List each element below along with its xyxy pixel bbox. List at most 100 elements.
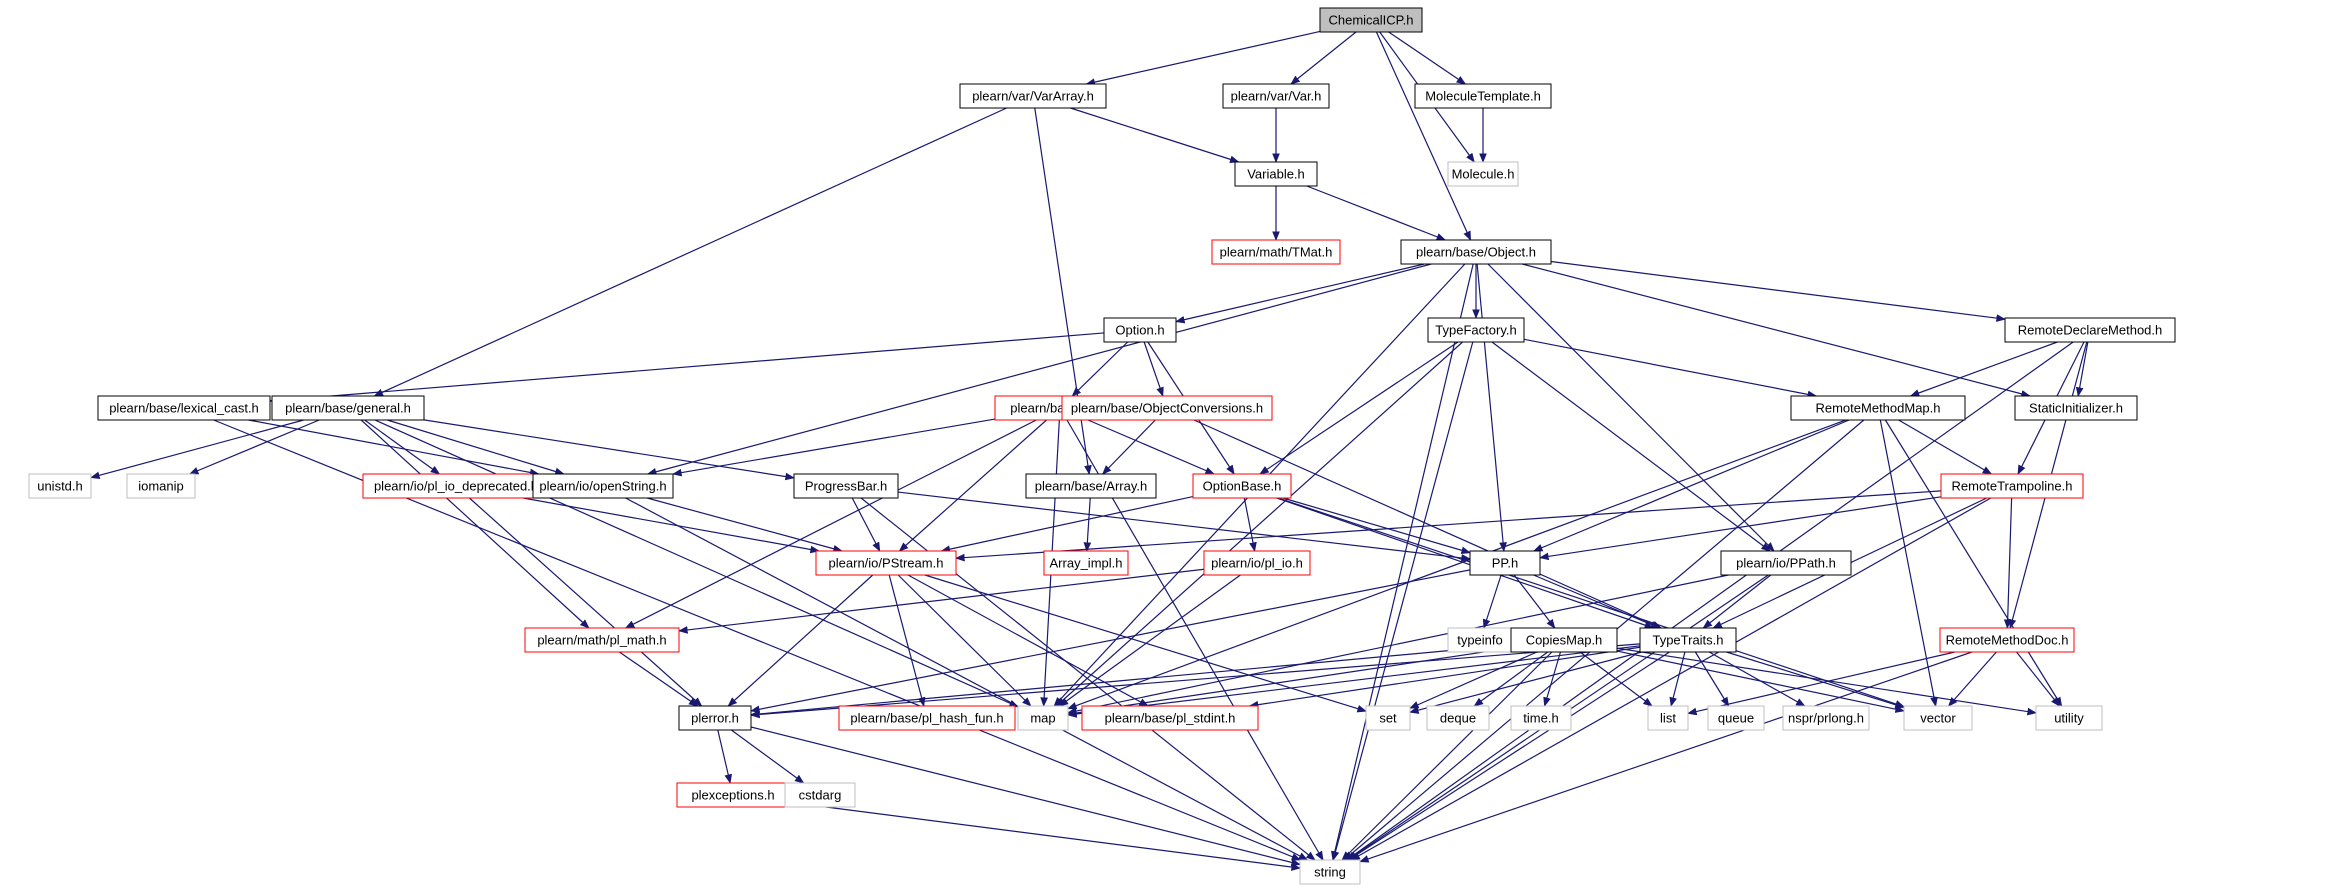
node-label-plio: plearn/io/pl_io.h [1211,556,1303,571]
node-box-option [1103,317,1177,343]
node-arrayimpl[interactable]: Array_impl.h [1043,550,1129,576]
node-box-timeh [1510,705,1572,731]
node-typefactory[interactable]: TypeFactory.h [1427,317,1525,343]
node-moleculetemplate[interactable]: MoleculeTemplate.h [1414,83,1552,109]
node-set: set [1365,705,1411,731]
node-box-arrayimpl [1043,550,1129,576]
edge-plerror-to-plexceptions [717,729,732,784]
node-label-ppath: plearn/io/PPath.h [1736,556,1836,571]
node-deque: deque [1426,705,1490,731]
node-box-pstream [815,550,957,576]
edge-remotetramp-to-remotemethoddoc [2003,497,2013,629]
node-label-general: plearn/base/general.h [285,401,411,416]
edge-objconv-to-array [1102,419,1156,475]
edge-ppath-to-typetraits [1702,574,1772,629]
node-remotemethodmap[interactable]: RemoteMethodMap.h [1790,395,1966,421]
node-copiesmap[interactable]: CopiesMap.h [1510,627,1618,653]
node-label-typetraits: TypeTraits.h [1652,633,1723,648]
edge-typefactory-to-string [1331,341,1474,861]
edge-remotemethoddoc-to-list [1687,651,1955,716]
node-box-typetraits [1639,627,1737,653]
edge-typefactory-to-map [1055,341,1464,707]
node-pp[interactable]: PP.h [1469,550,1541,576]
node-objconv[interactable]: plearn/base/ObjectConversions.h [1061,395,1273,421]
edge-typetraits-to-plstdint [1248,646,1641,709]
node-var[interactable]: plearn/var/Var.h [1222,83,1330,109]
node-box-array [1025,473,1157,499]
node-remotemethoddoc[interactable]: RemoteMethodDoc.h [1939,627,2075,653]
node-box-iomanip [126,473,196,499]
node-box-utility [2035,705,2103,731]
edge-typetraits-to-nsprlong [1708,651,1806,707]
node-plstdint[interactable]: plearn/base/pl_stdint.h [1081,705,1259,731]
node-option[interactable]: Option.h [1103,317,1177,343]
node-box-objconv [1061,395,1273,421]
edge-pstream-to-map [897,574,1032,707]
edge-vararray-to-general [373,107,1007,397]
node-array[interactable]: plearn/base/Array.h [1025,473,1157,499]
node-optionbase[interactable]: OptionBase.h [1192,473,1292,499]
edge-copiesmap-to-string [1341,651,1553,861]
node-progressbar[interactable]: ProgressBar.h [793,473,899,499]
node-tmat[interactable]: plearn/math/TMat.h [1211,239,1341,265]
node-nsprlong: nspr/prlong.h [1782,705,1870,731]
node-plmath[interactable]: plearn/math/pl_math.h [524,627,680,653]
edge-typetraits-to-set [1409,651,1642,714]
node-box-variable [1234,161,1318,187]
edge-pliodep-to-pstream [522,497,820,554]
node-typetraits[interactable]: TypeTraits.h [1639,627,1737,653]
node-plexceptions[interactable]: plexceptions.h [676,782,790,808]
edge-typefactory-to-remotemethodmap [1523,338,1818,399]
node-box-vector [1903,705,1973,731]
node-plerror[interactable]: plerror.h [678,705,752,731]
edge-pp-to-typeinfo [1482,574,1502,629]
node-box-remotemethoddoc [1939,627,2075,653]
node-variable[interactable]: Variable.h [1234,161,1318,187]
edge-remotetramp-to-string [1350,497,1992,861]
edge-pp-to-copiesmap [1513,574,1556,629]
node-box-progressbar [793,473,899,499]
node-pliodep[interactable]: plearn/io/pl_io_deprecated.h [362,473,550,499]
node-label-objconv: plearn/base/ObjectConversions.h [1071,401,1263,416]
node-ppath[interactable]: plearn/io/PPath.h [1720,550,1852,576]
node-box-remotemethodmap [1790,395,1966,421]
node-label-plexceptions: plexceptions.h [691,788,774,803]
node-vararray[interactable]: plearn/var/VarArray.h [959,83,1107,109]
edge-pp-to-typetraits [1533,574,1661,629]
node-plhashfun[interactable]: plearn/base/pl_hash_fun.h [838,705,1016,731]
edge-copiesmap-to-plerror [750,644,1512,718]
node-label-var: plearn/var/Var.h [1231,89,1322,104]
edge-typetraits-to-string [1347,651,1670,861]
node-label-list: list [1660,711,1676,726]
node-box-cstdarg [784,782,856,808]
node-iomanip: iomanip [126,473,196,499]
node-staticinit[interactable]: StaticInitializer.h [2014,395,2138,421]
edge-object-to-string [1331,263,1474,861]
edge-progressbar-to-pp [897,491,1471,562]
node-remotetramp[interactable]: RemoteTrampoline.h [1940,473,2084,499]
node-label-plhashfun: plearn/base/pl_hash_fun.h [850,711,1003,726]
edge-plio-to-map [1058,574,1241,707]
edge-object-to-openstring [646,263,1432,476]
node-label-remotetramp: RemoteTrampoline.h [1952,479,2073,494]
node-general[interactable]: plearn/base/general.h [271,395,425,421]
node-openstring[interactable]: plearn/io/openString.h [532,473,674,499]
node-box-openstring [532,473,674,499]
edge-pstream-to-plstdint [907,574,1149,707]
edge-typefactory-to-optionbase [1259,341,1459,475]
node-chemicalicp[interactable]: ChemicalICP.h [1319,7,1423,33]
edge-general-to-openstring [387,419,565,476]
edges-layer [90,30,2089,871]
node-plio[interactable]: plearn/io/pl_io.h [1203,550,1311,576]
edge-option-to-lexicalcast [269,332,1105,405]
node-pstream[interactable]: plearn/io/PStream.h [815,550,957,576]
node-lexicalcast[interactable]: plearn/base/lexical_cast.h [97,395,271,421]
node-label-utility: utility [2054,711,2084,726]
node-label-pliodep: plearn/io/pl_io_deprecated.h [374,479,538,494]
node-label-variable: Variable.h [1247,167,1305,182]
edge-copiesmap-to-timeh [1543,651,1562,707]
edge-optionbase-to-typetraits [1276,497,1655,629]
node-object[interactable]: plearn/base/Object.h [1400,239,1552,265]
node-remotedeclare[interactable]: RemoteDeclareMethod.h [2004,317,2176,343]
